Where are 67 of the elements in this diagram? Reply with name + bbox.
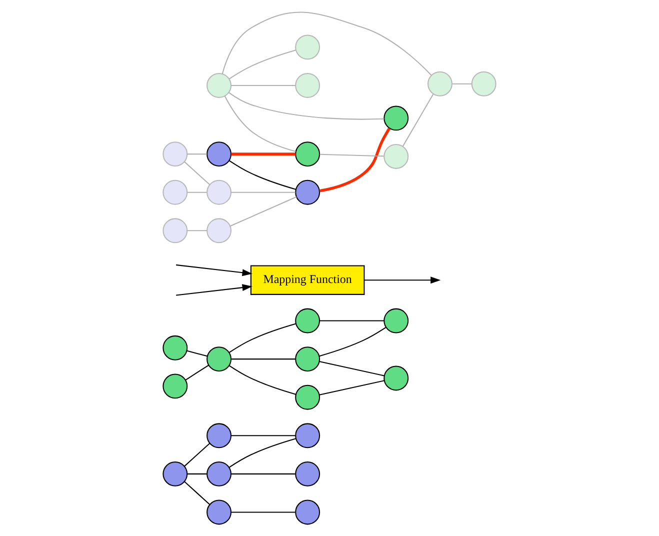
- node-circle: [295, 180, 320, 205]
- node-circle: [162, 461, 188, 486]
- node-circle: [384, 106, 409, 131]
- connector: [187, 473, 207, 474]
- connector: [184, 161, 210, 185]
- node-circle: [206, 218, 232, 244]
- arrow: [364, 276, 441, 284]
- node-circle: [295, 72, 320, 98]
- node-circle: [206, 346, 232, 372]
- connector: [187, 230, 207, 232]
- node-circle: [206, 142, 232, 167]
- connector: [231, 192, 296, 193]
- node-circle: [295, 423, 320, 448]
- node-circle: [206, 180, 232, 205]
- connector: [231, 473, 296, 474]
- node-circle: [295, 142, 320, 167]
- connector: [229, 365, 296, 395]
- node-circle: [162, 142, 188, 167]
- connector: [184, 443, 210, 467]
- connector: [231, 358, 296, 360]
- node-circle: [162, 335, 188, 360]
- node-circle: [428, 71, 452, 96]
- connector: [402, 94, 434, 147]
- node-circle: [295, 461, 320, 486]
- connector: [229, 438, 296, 468]
- node-circle: [206, 72, 232, 98]
- node-circle: [162, 180, 188, 205]
- node-circle: [384, 144, 409, 169]
- node-circle: [162, 374, 188, 399]
- node-circle: [295, 346, 320, 372]
- connector: [185, 364, 209, 380]
- connector: [186, 350, 208, 357]
- node-circle: [295, 500, 320, 525]
- node-circle: [206, 500, 232, 525]
- arrow: [176, 284, 252, 296]
- connector: [229, 323, 296, 353]
- connector: [231, 84, 296, 86]
- node-circle: [295, 34, 320, 60]
- node-circle: [384, 308, 409, 334]
- connector: [228, 92, 384, 120]
- connector: [319, 326, 386, 357]
- connector: [184, 481, 210, 505]
- connector: [222, 12, 432, 76]
- arrow: [176, 264, 252, 276]
- connector: [231, 512, 296, 513]
- connector: [229, 160, 296, 190]
- connector: [231, 152, 296, 156]
- connector: [320, 320, 384, 322]
- connector: [319, 360, 384, 376]
- connector: [187, 192, 207, 193]
- node-box: Mapping Function: [250, 265, 365, 295]
- node-circle: [162, 218, 188, 244]
- connector: [187, 154, 207, 155]
- node-circle: [206, 423, 232, 448]
- node-circle: [295, 308, 320, 334]
- connector: [230, 196, 297, 227]
- connector: [231, 435, 296, 436]
- node-circle: [384, 366, 409, 391]
- connector: [452, 83, 472, 84]
- connector: [320, 154, 384, 157]
- connector: [224, 96, 296, 152]
- node-circle: [471, 71, 496, 96]
- node-circle: [206, 461, 232, 486]
- connector: [319, 128, 391, 192]
- node-circle: [295, 384, 320, 410]
- connector: [229, 50, 296, 80]
- connector: [319, 380, 384, 396]
